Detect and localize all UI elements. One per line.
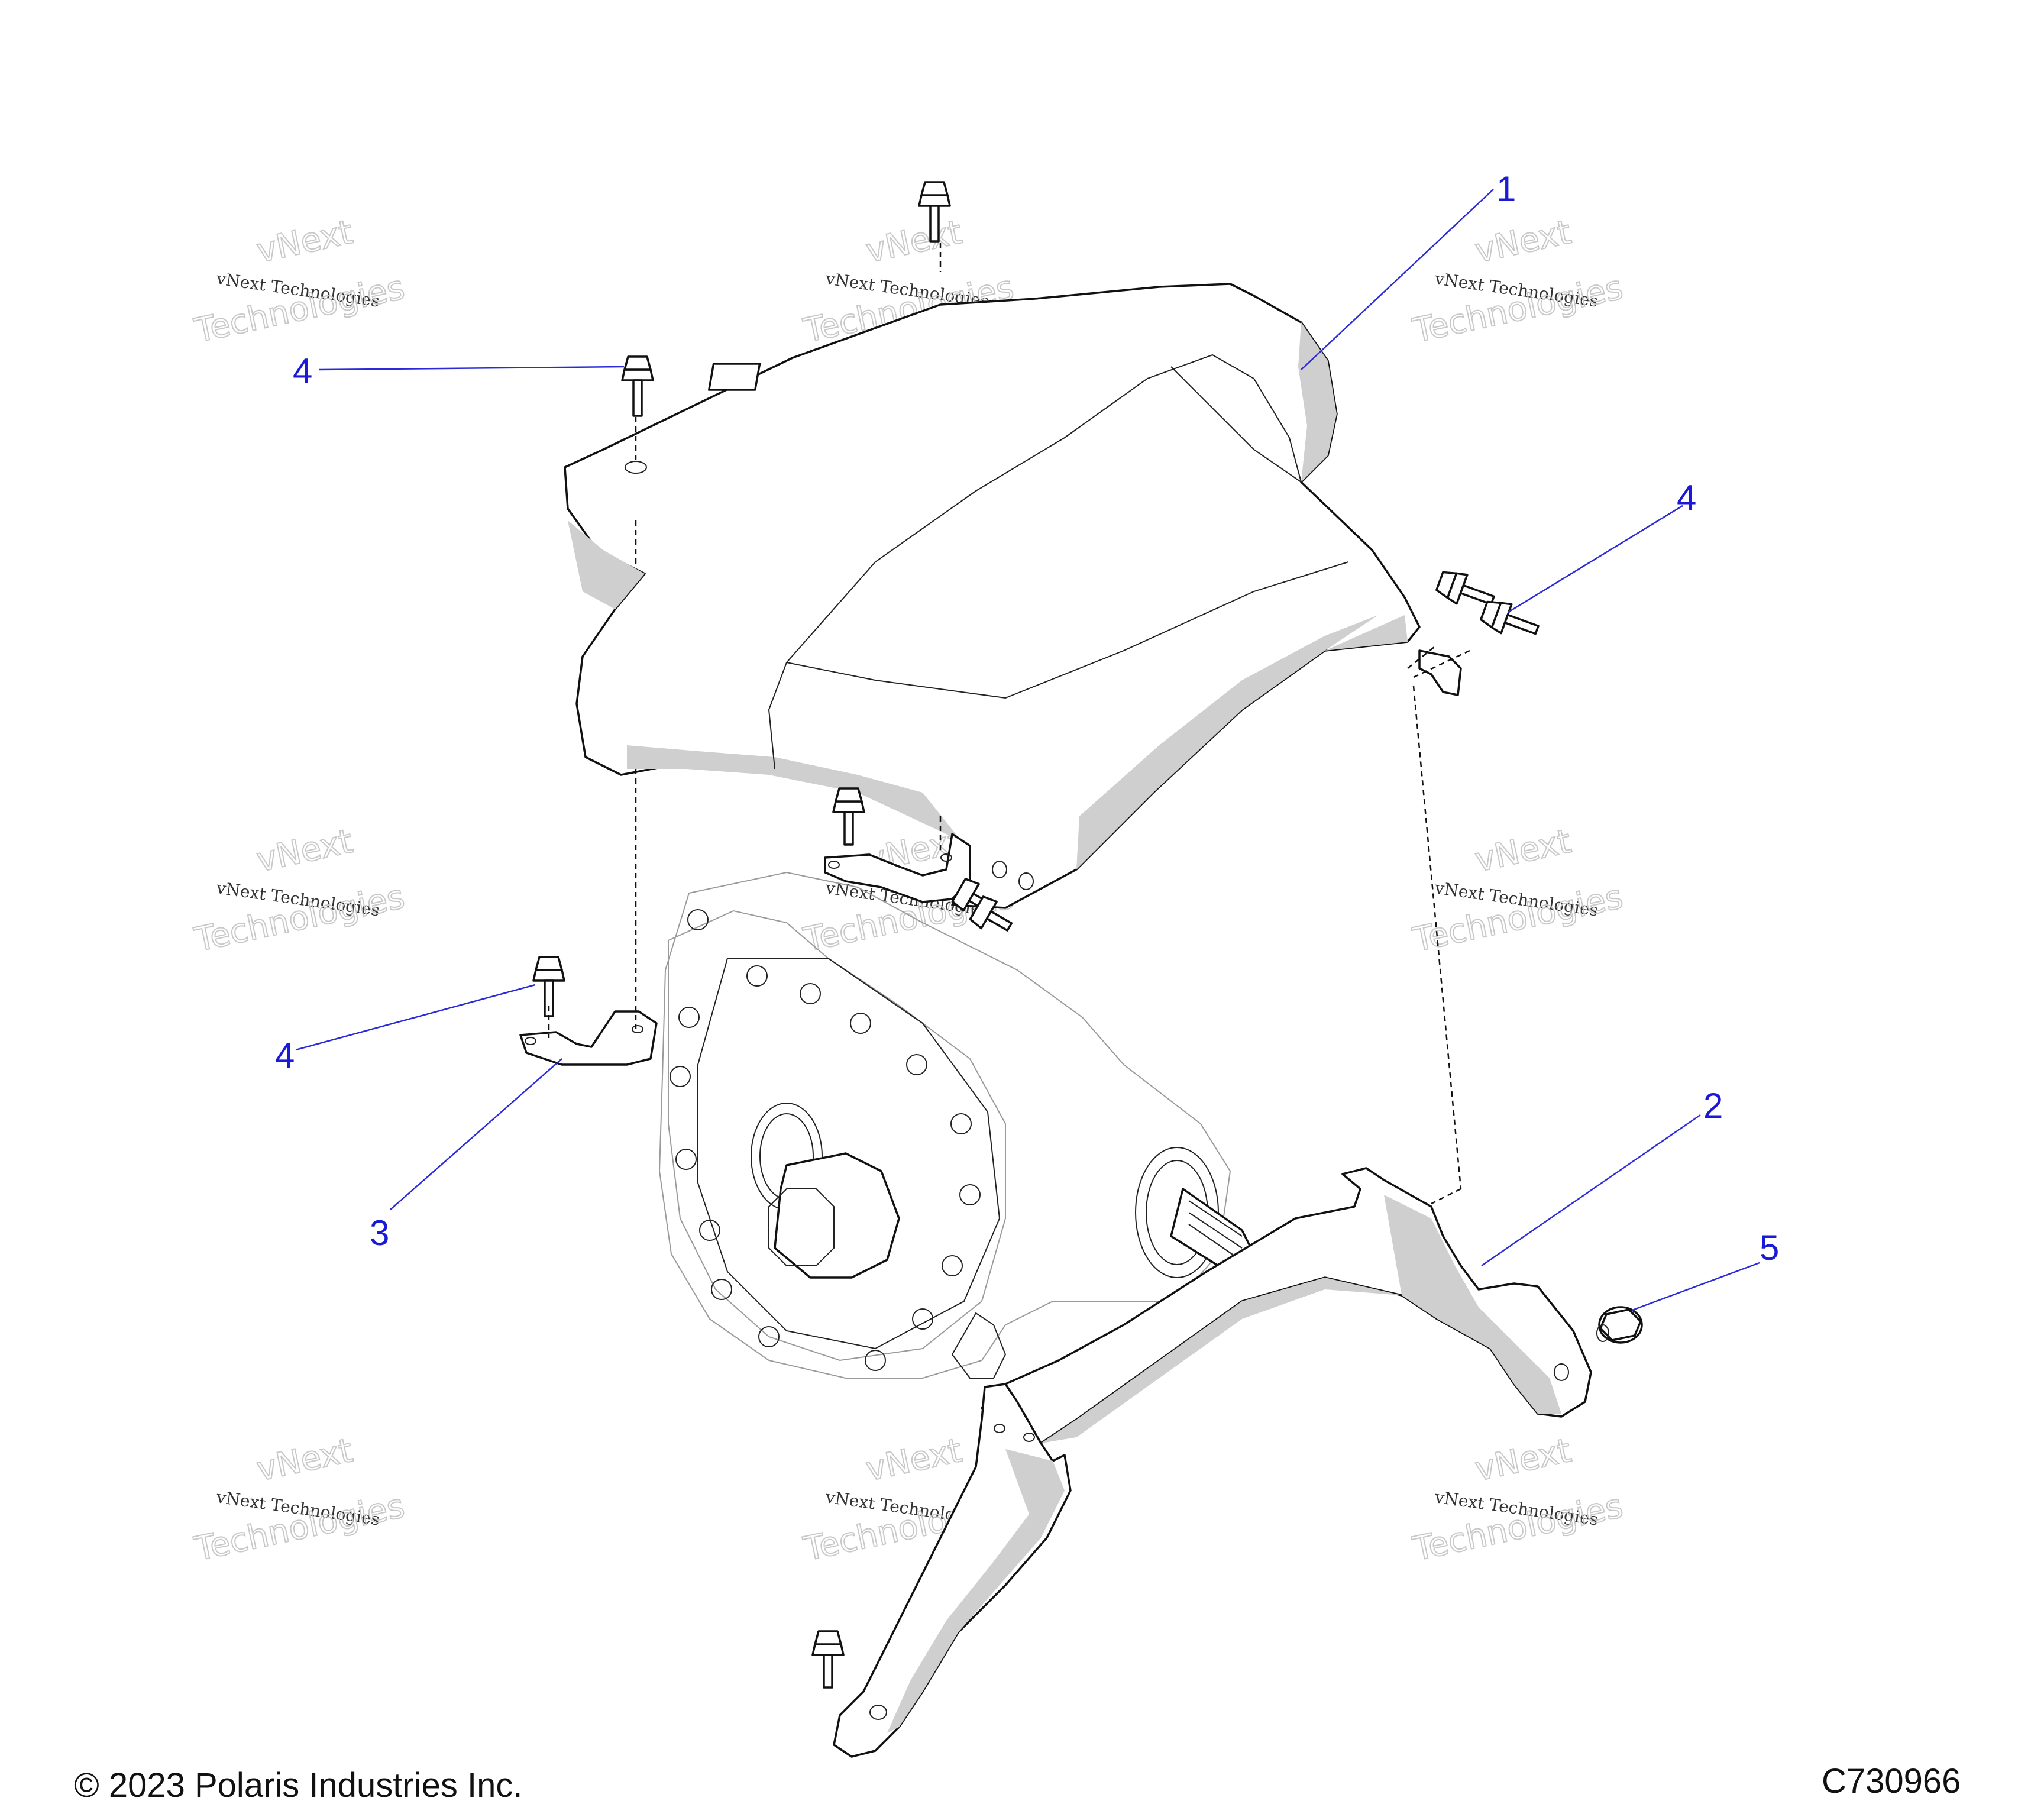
watermark: vNext Technologies vNext Technologies (1409, 822, 1626, 960)
leader-lines (295, 189, 1760, 1311)
watermark: vNext Technologies vNext Technologies (190, 212, 408, 351)
leader-line-4a (319, 366, 625, 371)
watermark-text-large: vNext (253, 822, 356, 880)
callout-label-4-left: 4 (275, 1036, 295, 1075)
watermark-text-large: vNext (1471, 822, 1574, 880)
watermark-text-large: vNext (862, 1431, 965, 1489)
callout-label-5: 5 (1760, 1228, 1779, 1268)
drawing-id: C730966 (1822, 1762, 1961, 1800)
upper-cover (564, 283, 1462, 909)
callout-label-4-upper-left: 4 (293, 351, 312, 391)
watermark-text-large: vNext (253, 213, 356, 271)
bolt (621, 355, 654, 417)
input-pinion (751, 1103, 900, 1279)
bolt (532, 956, 565, 1017)
mounting-bracket (833, 1167, 1592, 1758)
differential-housing (658, 871, 1255, 1379)
leader-line-3 (390, 1058, 562, 1210)
bolt (918, 181, 951, 243)
bolt (1435, 571, 1495, 606)
leader-line-4c (295, 984, 536, 1051)
flange-bolts (670, 909, 981, 1371)
watermark: vNext Technologies vNext Technologies (190, 1431, 408, 1569)
alignment-line (1431, 1188, 1461, 1205)
watermark: vNext Technologies vNext Technologies (1409, 1431, 1626, 1569)
alignment-lines (548, 243, 1470, 1205)
leader-line-5 (1632, 1262, 1760, 1311)
callout-label-1: 1 (1496, 169, 1516, 209)
bolt (832, 787, 865, 846)
bolt (811, 1630, 845, 1689)
watermark-text-large: vNext (1471, 213, 1574, 271)
alignment-line (1412, 686, 1462, 1189)
watermark-text-large: vNext (1471, 1431, 1574, 1489)
watermark-text-large: vNext (253, 1431, 356, 1489)
cover-label-plate (708, 363, 761, 391)
callout-label-3: 3 (370, 1213, 389, 1253)
callout-label-2: 2 (1703, 1086, 1723, 1126)
bolt (1480, 600, 1540, 635)
center-bracket (824, 833, 971, 903)
copyright-text: © 2023 Polaris Industries Inc. (74, 1766, 523, 1805)
alignment-line (1407, 644, 1438, 669)
watermark: vNext Technologies vNext Technologies (190, 822, 408, 960)
watermark-text-large: vNext (862, 213, 965, 271)
leader-line-1 (1301, 189, 1494, 370)
leader-line-4b (1508, 505, 1683, 613)
watermark: vNext Technologies vNext Technologies (1409, 212, 1626, 351)
callout-labels: 1 2 3 4 4 4 5 (275, 169, 1779, 1268)
fasteners (532, 181, 1643, 1689)
small-bracket (519, 1010, 658, 1066)
flange-nut (1596, 1306, 1643, 1344)
alignment-line (1413, 649, 1470, 678)
leader-line-2 (1481, 1114, 1701, 1267)
nut (969, 895, 1013, 932)
callout-label-4-right: 4 (1677, 478, 1696, 518)
